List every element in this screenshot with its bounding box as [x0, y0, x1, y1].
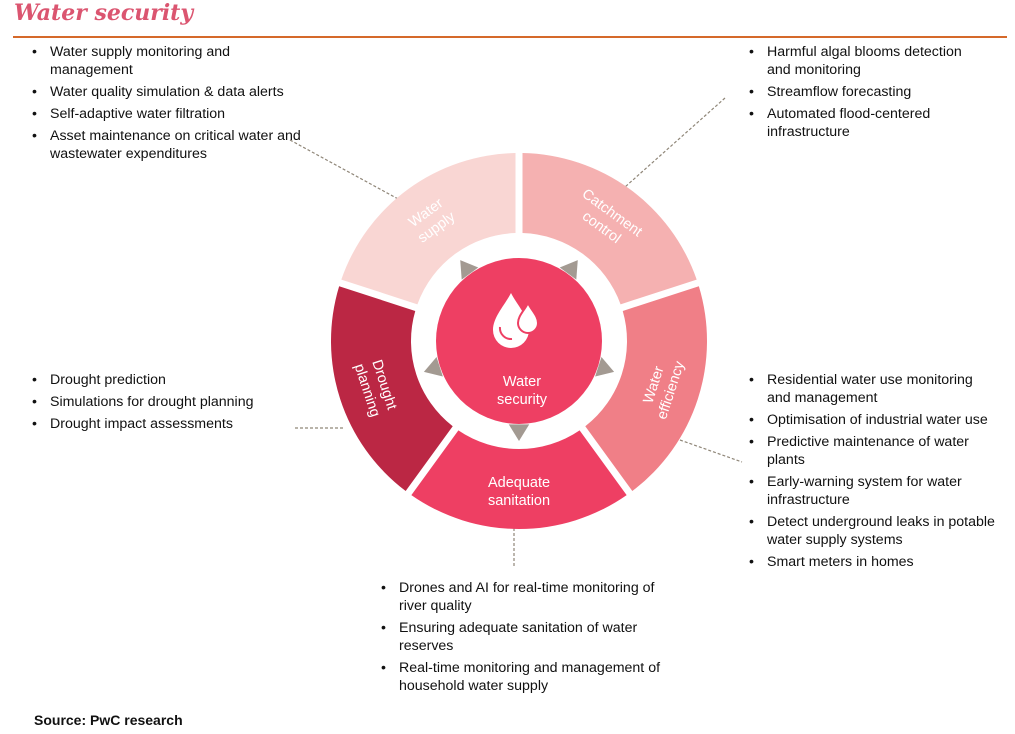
list-item: Early-warning system for water infrastru…	[749, 473, 999, 509]
segment-adequate-sanitation	[411, 430, 627, 529]
list-item: Detect underground leaks in potable wate…	[749, 513, 999, 549]
arrow-icon	[595, 357, 615, 377]
segment-water-supply	[341, 153, 516, 305]
list-catchment-control: Harmful algal blooms detection and monit…	[749, 43, 989, 145]
list-item: Ensuring adequate sanitation of water re…	[381, 619, 671, 655]
page-title: Water security	[14, 0, 194, 26]
segment-water-efficiency	[585, 286, 707, 492]
list-item: Drought prediction	[32, 371, 292, 389]
connector-line	[679, 439, 743, 463]
segment-label: sanitation	[488, 493, 550, 509]
arrow-icon	[423, 357, 443, 377]
list-item: Automated flood-centered infrastructure	[749, 105, 989, 141]
list-item: Residential water use monitoring and man…	[749, 371, 999, 407]
list-item: Asset maintenance on critical water and …	[32, 127, 302, 163]
list-item: Smart meters in homes	[749, 553, 999, 571]
center-label: security	[497, 392, 548, 408]
connector-line	[624, 97, 726, 188]
list-item: Drones and AI for real-time monitoring o…	[381, 579, 671, 615]
arrow-icon	[559, 260, 578, 280]
list-item: Water supply monitoring and management	[32, 43, 302, 79]
segment-drought-planning	[330, 286, 453, 492]
arrow-icon	[508, 424, 530, 441]
list-item: Real-time monitoring and management of h…	[381, 659, 671, 695]
list-item: Optimisation of industrial water use	[749, 411, 999, 429]
center-label: Water	[503, 374, 541, 390]
connector-line	[289, 139, 401, 201]
list-item: Simulations for drought planning	[32, 393, 292, 411]
arrow-icon	[460, 260, 479, 280]
water-drop-icon	[493, 293, 540, 348]
list-water-supply: Water supply monitoring and managementWa…	[32, 43, 302, 167]
title-divider	[13, 36, 1007, 38]
list-item: Drought impact assessments	[32, 415, 292, 433]
segment-label: Adequate	[488, 475, 550, 491]
list-item: Water quality simulation & data alerts	[32, 83, 302, 101]
source-note: Source: PwC research	[34, 712, 183, 728]
segment-catchment-control	[522, 153, 697, 305]
list-item: Predictive maintenance of water plants	[749, 433, 999, 469]
list-drought-planning: Drought predictionSimulations for drough…	[32, 371, 292, 437]
list-adequate-sanitation: Drones and AI for real-time monitoring o…	[381, 579, 671, 699]
list-water-efficiency: Residential water use monitoring and man…	[749, 371, 999, 575]
list-item: Harmful algal blooms detection and monit…	[749, 43, 989, 79]
list-item: Self-adaptive water filtration	[32, 105, 302, 123]
list-item: Streamflow forecasting	[749, 83, 989, 101]
